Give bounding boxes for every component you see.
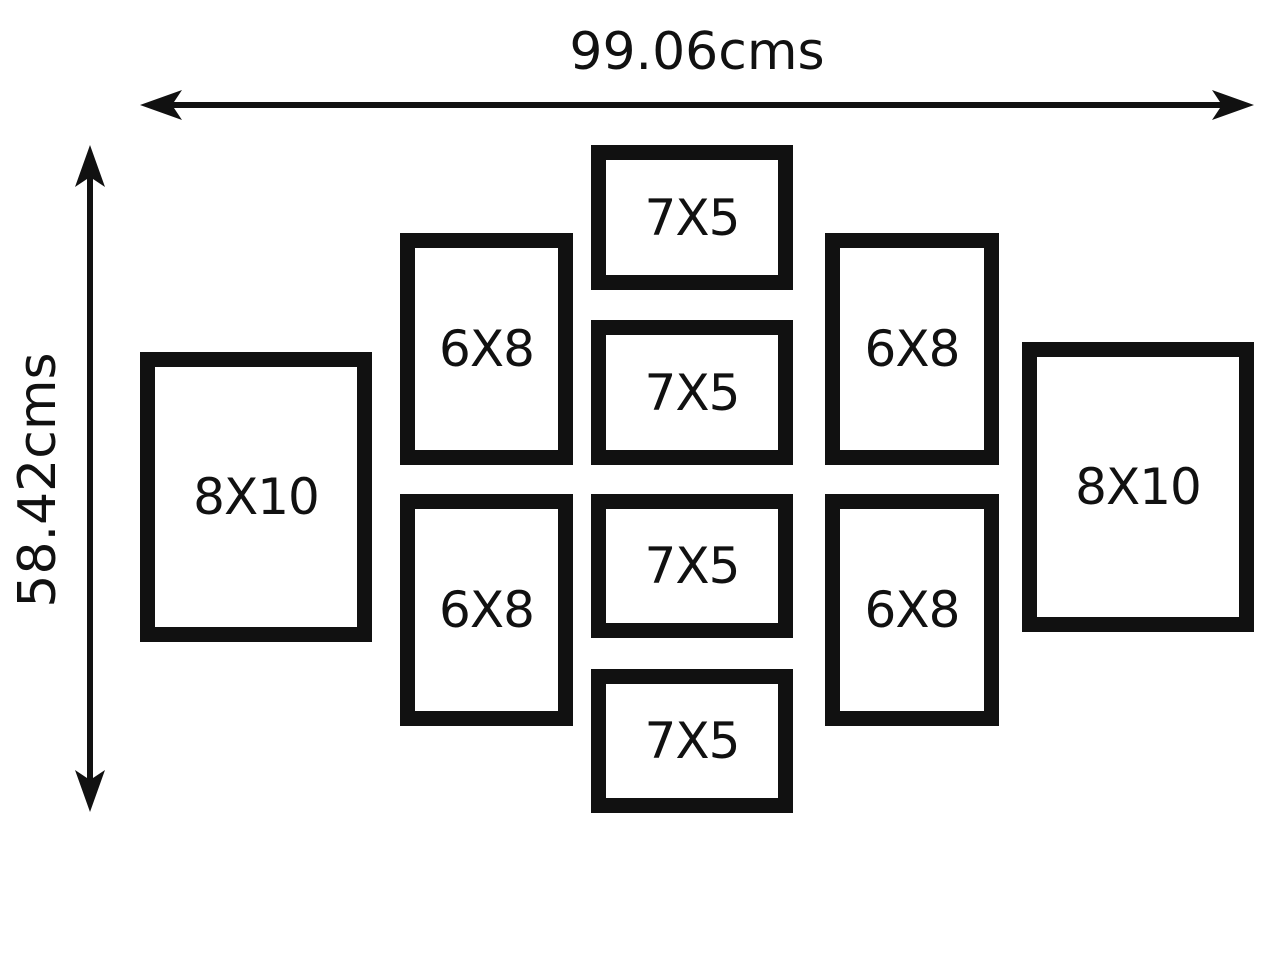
frame-7x5-4: 7X5: [591, 669, 793, 813]
frame-label: 7X5: [644, 188, 741, 247]
frame-label: 8X10: [193, 468, 320, 526]
frame-label: 7X5: [644, 712, 741, 770]
width-arrow: [140, 90, 1254, 120]
frame-8x10-left: 8X10: [140, 352, 372, 642]
height-arrow: [75, 145, 105, 812]
frame-7x5-3: 7X5: [591, 494, 793, 638]
frame-label: 7X5: [644, 537, 741, 595]
frame-label: 7X5: [644, 363, 741, 422]
frame-8x10-right: 8X10: [1022, 342, 1254, 632]
frame-6x8-bottom-left: 6X8: [400, 494, 573, 726]
frame-6x8-top-right: 6X8: [825, 233, 999, 465]
frame-6x8-bottom-right: 6X8: [825, 494, 999, 726]
height-label: 58.42cms: [8, 352, 68, 608]
width-label: 99.06cms: [569, 22, 825, 82]
frame-label: 6X8: [864, 581, 961, 639]
frame-label: 6X8: [439, 320, 535, 378]
frame-label: 8X10: [1075, 458, 1202, 516]
frame-label: 6X8: [439, 581, 535, 639]
frame-label: 6X8: [864, 320, 961, 378]
frame-7x5-2: 7X5: [591, 320, 793, 465]
frame-6x8-top-left: 6X8: [400, 233, 573, 465]
frame-7x5-1: 7X5: [591, 145, 793, 290]
